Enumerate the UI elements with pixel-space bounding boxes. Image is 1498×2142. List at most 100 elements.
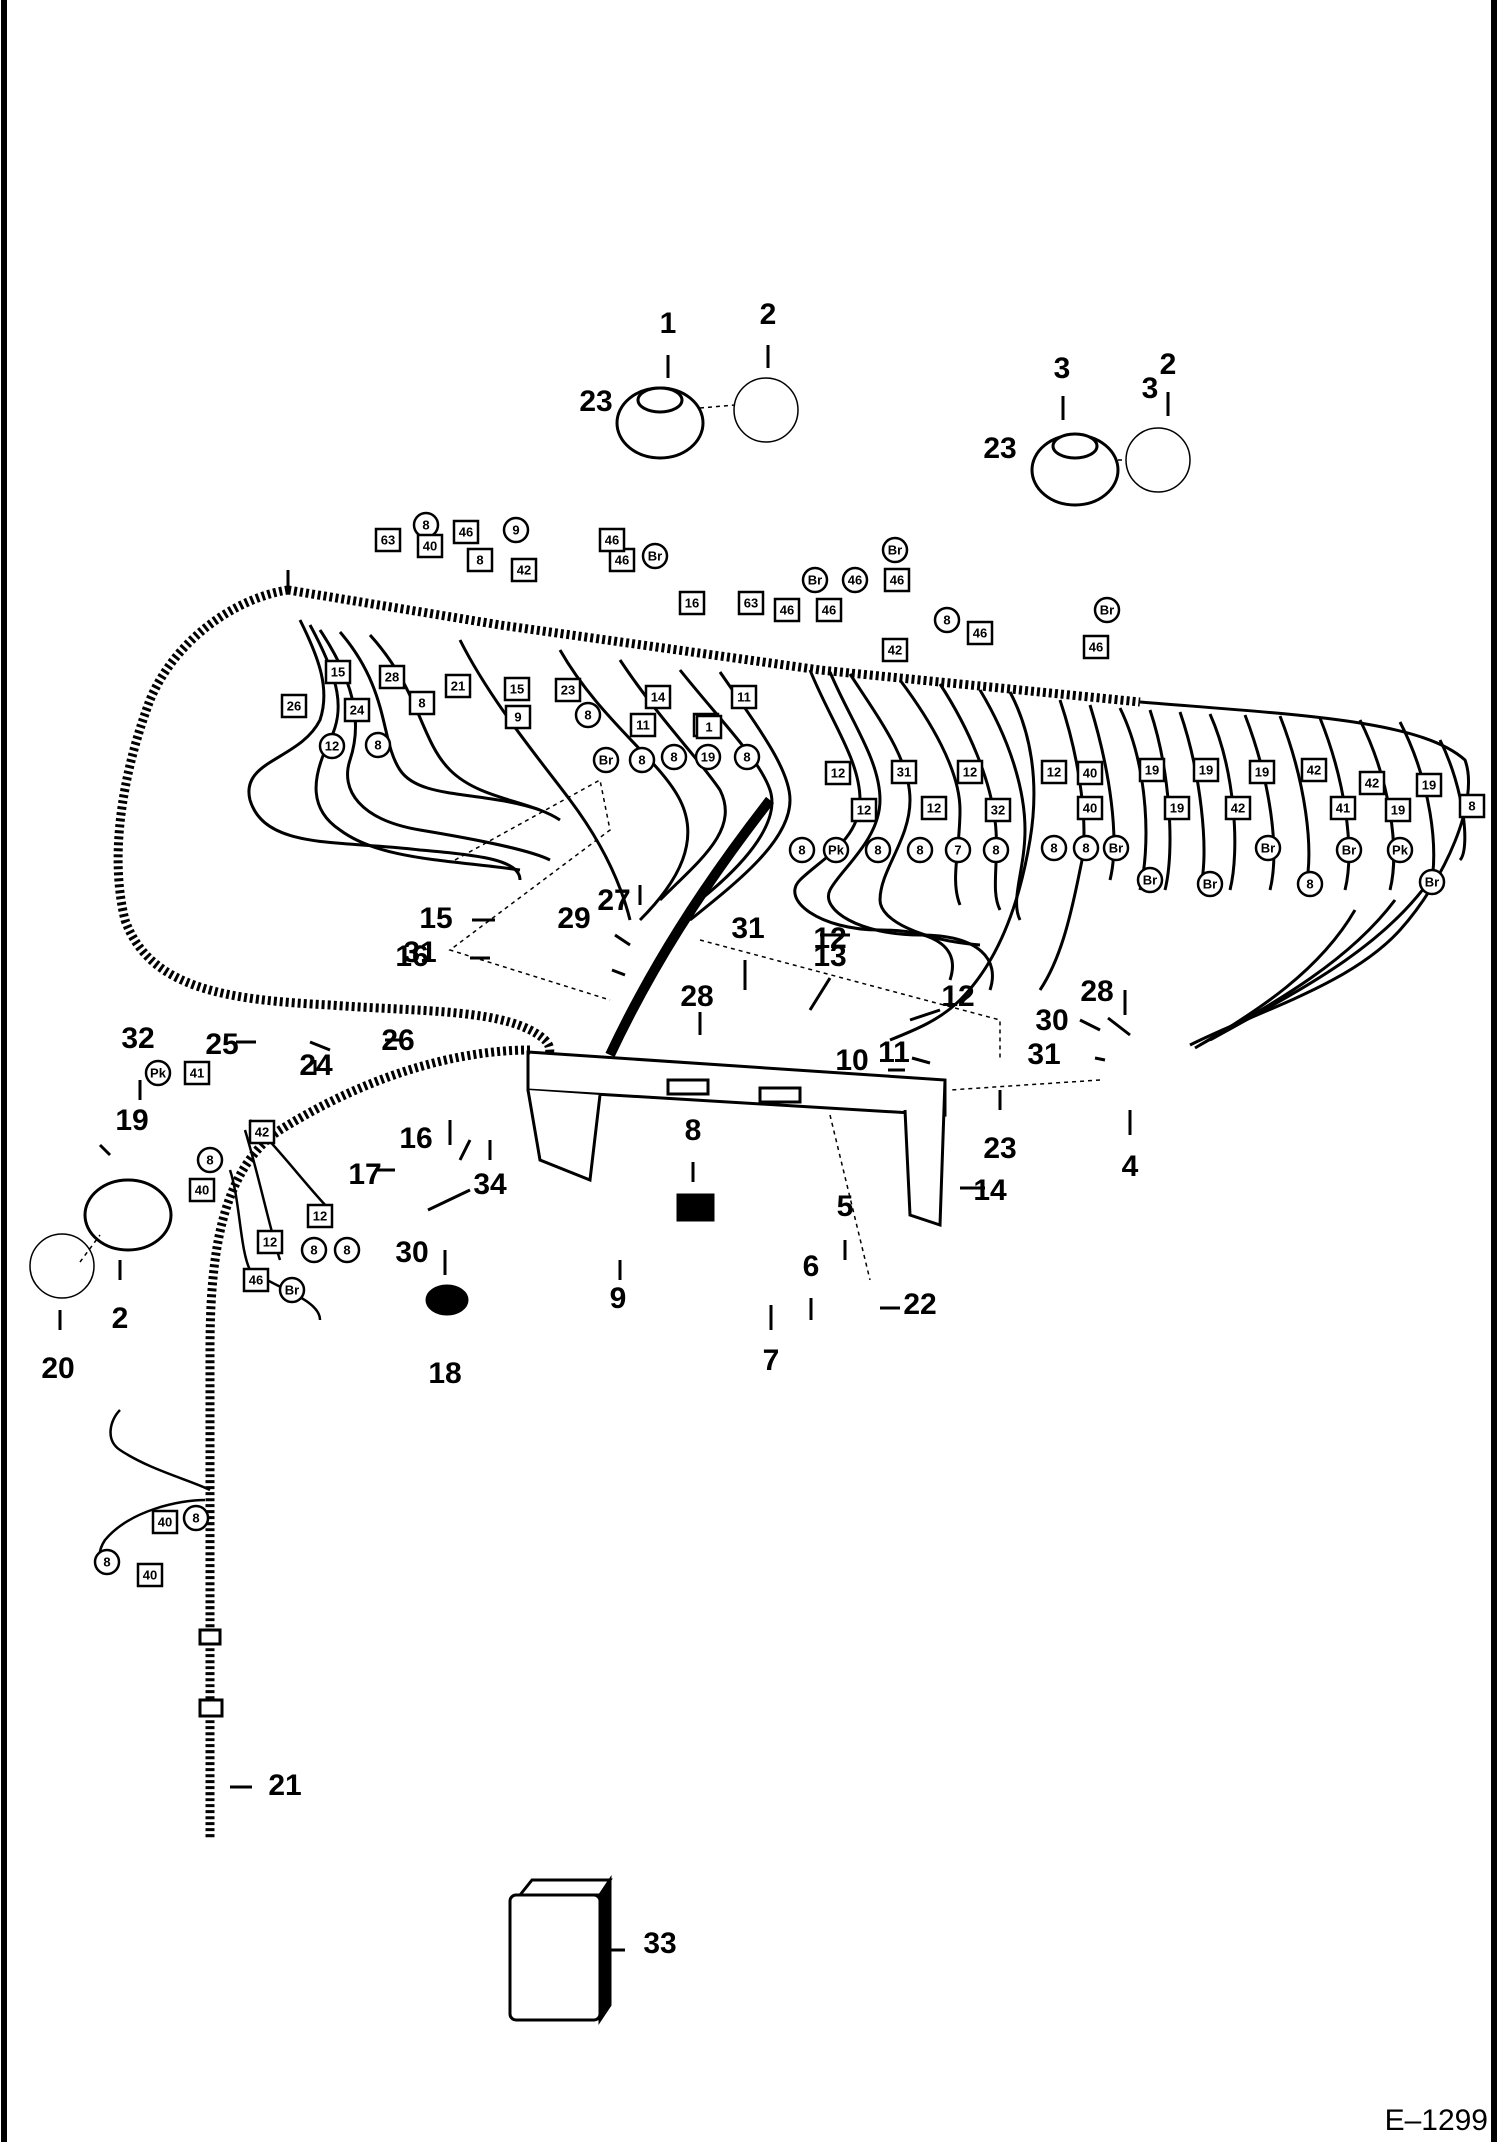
callout-8: 8	[685, 1114, 702, 1147]
svg-text:Pk: Pk	[1392, 842, 1409, 857]
callout-21: 21	[268, 1769, 301, 1802]
svg-text:Br: Br	[808, 572, 822, 587]
wire-tag: 15	[324, 659, 352, 685]
svg-text:8: 8	[638, 752, 645, 767]
wire-tag: Br	[1335, 836, 1363, 864]
svg-text:8: 8	[310, 1242, 317, 1257]
svg-text:46: 46	[615, 552, 629, 567]
callout-31: 31	[731, 912, 764, 945]
svg-text:8: 8	[374, 737, 381, 752]
callout-34: 34	[473, 1168, 507, 1201]
svg-text:8: 8	[206, 1152, 213, 1167]
svg-text:8: 8	[1468, 798, 1475, 813]
svg-text:15: 15	[331, 664, 345, 679]
svg-text:9: 9	[514, 709, 521, 724]
svg-text:Pk: Pk	[828, 842, 845, 857]
svg-text:19: 19	[1145, 762, 1159, 777]
svg-text:42: 42	[888, 642, 902, 657]
svg-text:9: 9	[512, 522, 519, 537]
callout-24: 24	[299, 1049, 333, 1082]
wire-tag: 8	[408, 690, 436, 716]
wire-tag: 40	[1076, 795, 1104, 821]
wire-tag: 16	[678, 590, 706, 616]
wire-tag: 8	[864, 836, 892, 864]
wire-tag: 26	[280, 693, 308, 719]
wire-tag: 12	[318, 732, 346, 760]
svg-text:12: 12	[831, 765, 845, 780]
svg-text:19: 19	[1422, 777, 1436, 792]
wire-tag: 8	[93, 1548, 121, 1576]
svg-text:19: 19	[1391, 802, 1405, 817]
svg-text:42: 42	[1231, 800, 1245, 815]
callout-10: 10	[835, 1044, 868, 1077]
svg-text:8: 8	[743, 749, 750, 764]
callout-12: 12	[941, 980, 974, 1013]
svg-text:63: 63	[381, 532, 395, 547]
wire-tag: 14	[644, 684, 672, 710]
wire-tag: Br	[1102, 834, 1130, 862]
wire-tag: 19	[694, 743, 722, 771]
callout-20: 20	[41, 1352, 74, 1385]
wire-tag: 23	[554, 677, 582, 703]
wire-tag: 46	[1082, 634, 1110, 660]
wire-tag: 8	[364, 731, 392, 759]
svg-text:40: 40	[423, 538, 437, 553]
svg-text:Br: Br	[285, 1282, 299, 1297]
svg-text:Br: Br	[599, 752, 613, 767]
svg-text:8: 8	[418, 695, 425, 710]
svg-text:19: 19	[1199, 762, 1213, 777]
wire-tag: 12	[920, 795, 948, 821]
wire-tag: 8	[1040, 834, 1068, 862]
svg-text:11: 11	[737, 689, 751, 704]
wire-tag: 41	[183, 1060, 211, 1086]
callout-25: 25	[205, 1028, 238, 1061]
callout-13: 13	[813, 940, 846, 973]
svg-text:46: 46	[890, 572, 904, 587]
svg-text:Br: Br	[1342, 842, 1356, 857]
svg-text:19: 19	[1170, 800, 1184, 815]
svg-text:8: 8	[992, 842, 999, 857]
wire-tag: 8	[182, 1504, 210, 1532]
svg-text:12: 12	[963, 764, 977, 779]
svg-text:Br: Br	[1425, 874, 1439, 889]
wire-tag: Pk	[822, 836, 850, 864]
wire-tag: 7	[944, 836, 972, 864]
svg-text:8: 8	[192, 1510, 199, 1525]
wire-tag: 46	[242, 1267, 270, 1293]
svg-text:46: 46	[1089, 639, 1103, 654]
harness-trunk	[287, 585, 1141, 707]
wire-tag: 63	[737, 590, 765, 616]
callout-28: 28	[1080, 975, 1113, 1008]
wire-tag: 8	[574, 701, 602, 729]
svg-text:8: 8	[422, 517, 429, 532]
rear-light	[83, 1178, 173, 1252]
rear-lens	[29, 1233, 95, 1299]
wire-tag: 11	[730, 684, 758, 710]
wire-tag: 8	[300, 1236, 328, 1264]
svg-text:46: 46	[822, 602, 836, 617]
wire-tag: 46	[815, 597, 843, 623]
wire-tag: Br	[1136, 866, 1164, 894]
svg-text:15: 15	[510, 681, 524, 696]
svg-text:12: 12	[927, 800, 941, 815]
callout-32: 32	[121, 1022, 154, 1055]
wire-tag: 9	[504, 704, 532, 730]
callout-4: 4	[1122, 1150, 1139, 1183]
wire-tag: 42	[510, 557, 538, 583]
wire-tag: 40	[151, 1509, 179, 1535]
svg-text:8: 8	[343, 1242, 350, 1257]
callout-28: 28	[680, 980, 713, 1013]
wire-tag: Br	[1254, 834, 1282, 862]
svg-text:Br: Br	[1109, 840, 1123, 855]
callout-23: 23	[579, 385, 612, 418]
svg-text:26: 26	[287, 698, 301, 713]
svg-text:46: 46	[459, 524, 473, 539]
svg-text:Br: Br	[1203, 876, 1217, 891]
wire-tag: Br	[592, 746, 620, 774]
svg-text:46: 46	[973, 625, 987, 640]
wire-tag: 19	[1384, 797, 1412, 823]
wire-tag: 1	[695, 714, 723, 740]
